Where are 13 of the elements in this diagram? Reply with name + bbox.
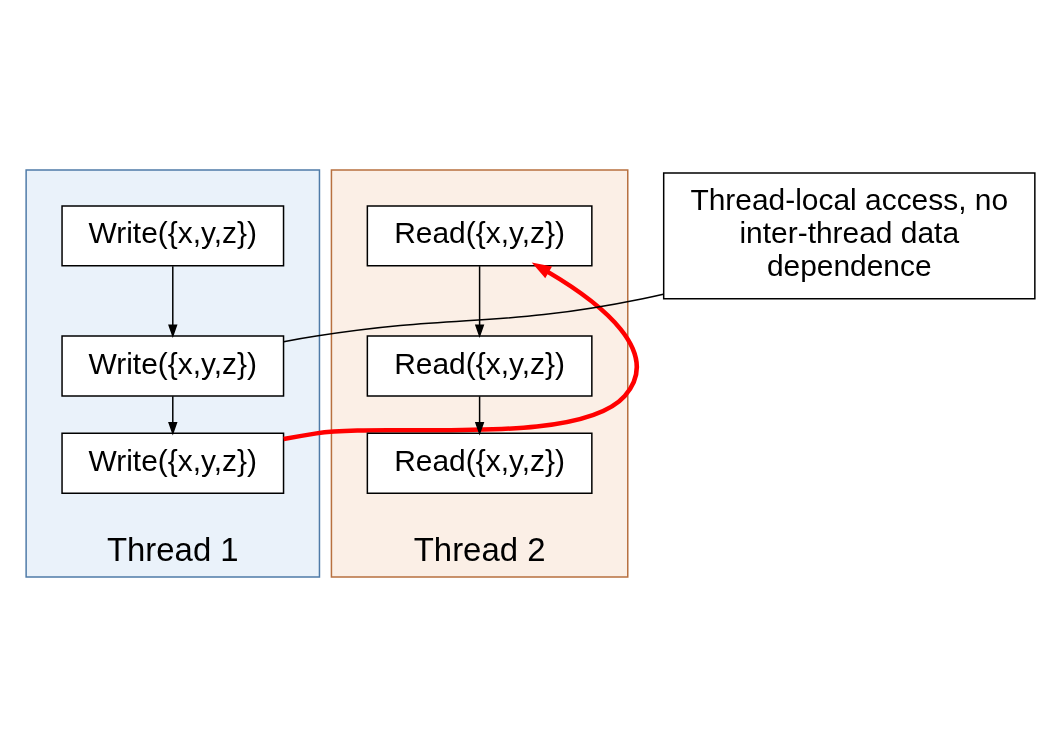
- node-box: Read({x,y,z}): [366, 204, 593, 266]
- arrow: [474, 264, 485, 338]
- node-box: Write({x,y,z}): [61, 204, 285, 266]
- arrow: [168, 264, 178, 338]
- node-box: Read({x,y,z}): [366, 334, 593, 397]
- connector: [282, 292, 665, 342]
- arrow: [283, 262, 639, 441]
- node-box: Write({x,y,z}): [61, 334, 285, 397]
- arrow: [168, 395, 178, 435]
- arrow: [474, 395, 485, 435]
- node-box: Write({x,y,z}): [61, 432, 285, 494]
- node-box: Thread-local access, no inter-thread data dependence: [662, 171, 1036, 299]
- node-box: Read({x,y,z}): [366, 432, 593, 494]
